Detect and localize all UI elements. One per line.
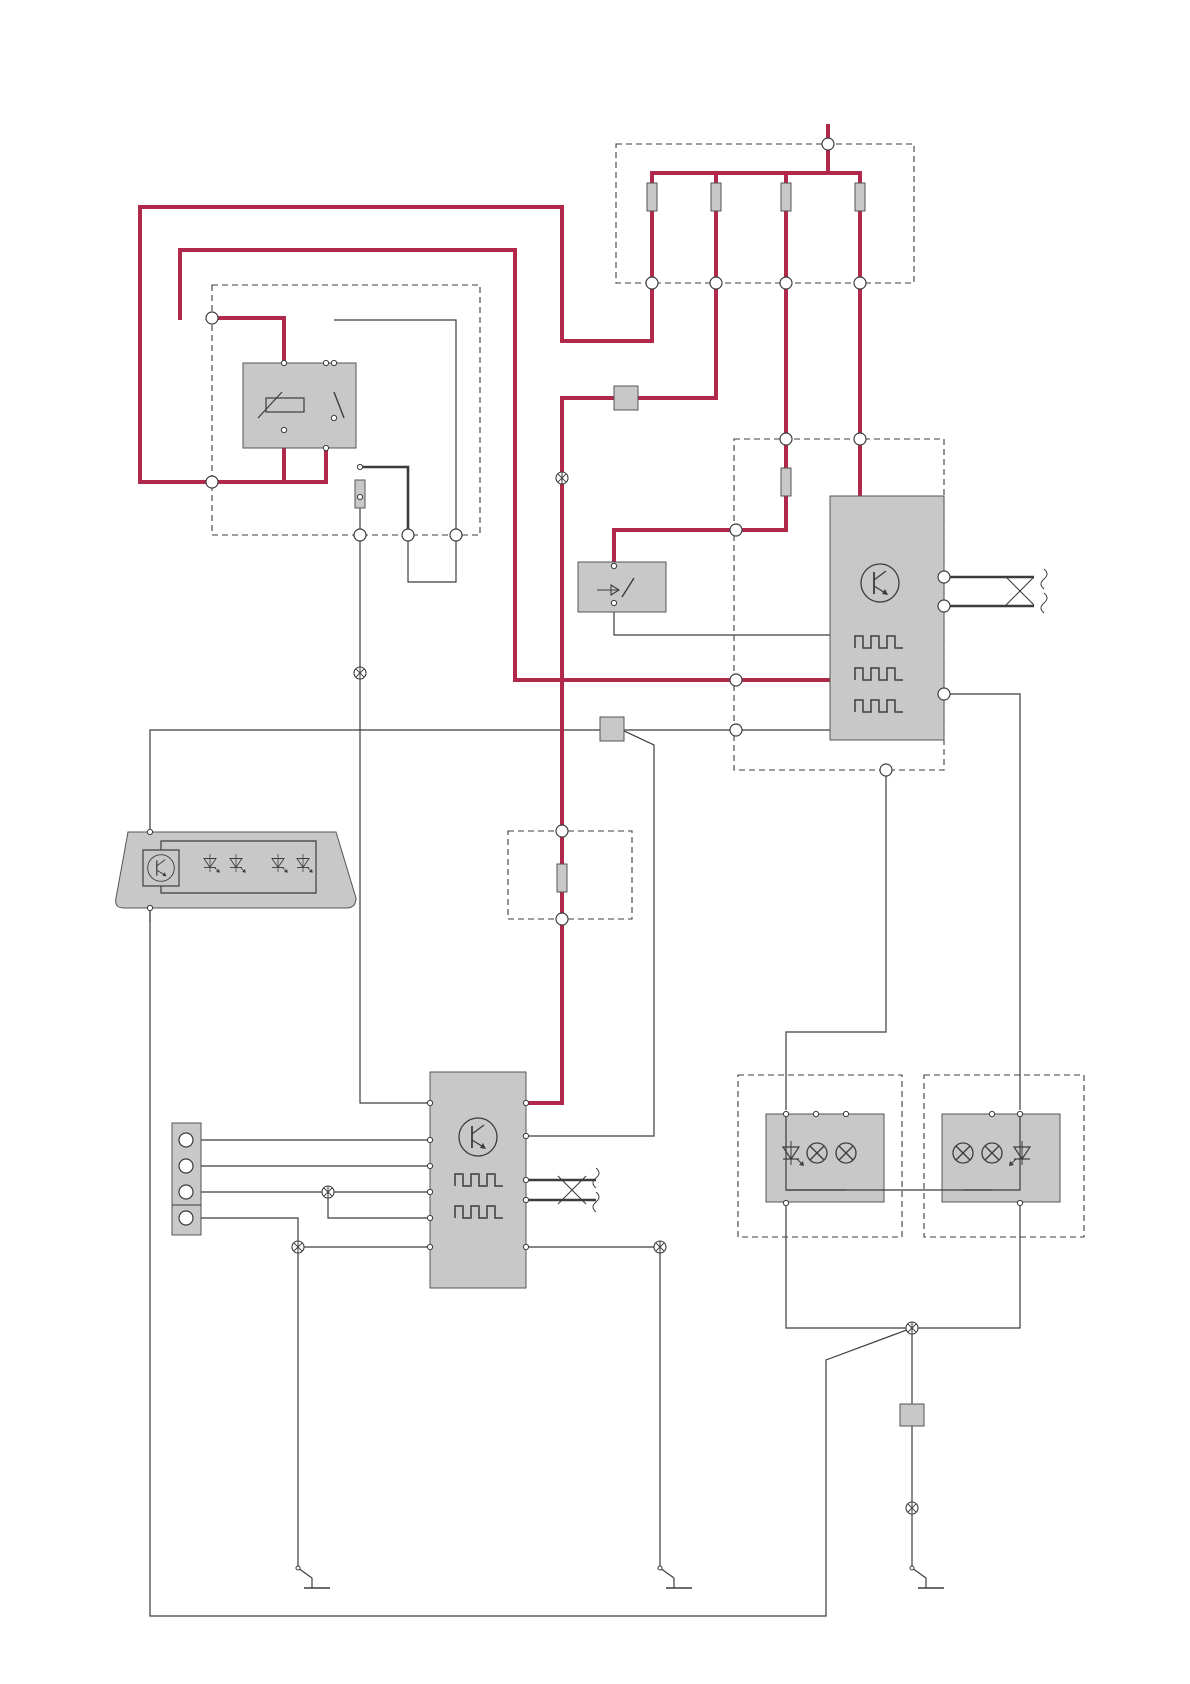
connector-node: [854, 433, 866, 445]
splice-icon: [322, 1186, 334, 1198]
pin: [1017, 1200, 1022, 1205]
pin: [331, 415, 336, 420]
pin: [427, 1137, 432, 1142]
connector-node: [354, 529, 366, 541]
pin: [427, 1189, 432, 1194]
pin: [523, 1100, 528, 1105]
pin: [989, 1111, 994, 1116]
wire-diag-pin-4: [190, 1218, 298, 1568]
power-fuse3-to-switch: [614, 283, 786, 566]
pin: [813, 1111, 818, 1116]
inline-fuse-housing: [508, 831, 632, 919]
wire-cluster-ground: [150, 908, 912, 1616]
wire-diag-branch: [328, 1192, 430, 1218]
pin: [523, 1197, 528, 1202]
pin: [427, 1100, 432, 1105]
pin: [783, 1111, 788, 1116]
pin: [783, 1200, 788, 1205]
wire-module-to-right-lamp: [944, 694, 1020, 1110]
pin: [843, 1111, 848, 1116]
diagnostic-pin: [179, 1185, 193, 1199]
pin: [357, 494, 362, 499]
wire-module-to-left-lamp: [786, 770, 886, 1110]
diagnostic-pin: [179, 1133, 193, 1147]
connector-node: [730, 524, 742, 536]
connector-node: [646, 277, 658, 289]
pin: [523, 1133, 528, 1138]
connector-node: [206, 312, 218, 324]
switch-module: [578, 562, 666, 612]
connector-node: [880, 764, 892, 776]
pin: [323, 445, 328, 450]
splice-icon: [906, 1502, 918, 1514]
wire-relay-loop: [408, 535, 456, 582]
connector-node: [206, 476, 218, 488]
connector-node: [938, 688, 950, 700]
power-wires: [140, 126, 860, 1103]
connector-node: [822, 138, 834, 150]
wire-lamp-ground-loop: [786, 1203, 1020, 1328]
ground-icon: [658, 1566, 692, 1588]
ground-icon: [296, 1566, 330, 1588]
connector-node: [938, 571, 950, 583]
ground-connector-block: [900, 1404, 924, 1426]
diagnostic-pin: [179, 1211, 193, 1225]
splice-icon: [354, 667, 366, 679]
pin: [427, 1244, 432, 1249]
pin: [147, 905, 152, 910]
fuse-inline-module: [781, 468, 791, 496]
wire-relay-thick: [360, 467, 408, 535]
ground-icon: [910, 1566, 944, 1588]
wire-relay-to-lower-module: [360, 535, 430, 1103]
connector-node: [450, 529, 462, 541]
fuse-2: [711, 183, 721, 211]
connector-node: [938, 600, 950, 612]
fuse-inline-lower: [557, 864, 567, 892]
splice-icon: [556, 472, 568, 484]
connector-node: [730, 674, 742, 686]
pin: [523, 1177, 528, 1182]
connector-node: [402, 529, 414, 541]
pin: [281, 360, 286, 365]
fuse-box-top-housing: [616, 144, 914, 283]
splice-icon: [292, 1241, 304, 1253]
pin: [611, 563, 616, 568]
lower-control-module: [430, 1072, 526, 1288]
pin: [1017, 1111, 1022, 1116]
fuses: [355, 183, 865, 892]
fuse-3: [781, 183, 791, 211]
wire-module-cross: [526, 730, 654, 1136]
pin: [523, 1244, 528, 1249]
housing-outlines: [212, 144, 1084, 1237]
diagnostic-pin: [179, 1159, 193, 1173]
module-connector-block-b: [614, 386, 638, 410]
pin: [357, 464, 362, 469]
modules: [116, 363, 1060, 1426]
connector-node: [780, 277, 792, 289]
module-connector-block-a: [600, 717, 624, 741]
splice-icon: [654, 1241, 666, 1253]
pin: [427, 1215, 432, 1220]
connector-node: [556, 825, 568, 837]
pin: [331, 360, 336, 365]
connector-node: [854, 277, 866, 289]
pin: [611, 600, 616, 605]
connector-node: [556, 913, 568, 925]
connector-node: [730, 724, 742, 736]
connector-node: [710, 277, 722, 289]
wire-module-ground-right: [526, 1247, 660, 1568]
pin: [281, 427, 286, 432]
pin: [323, 360, 328, 365]
pin: [427, 1163, 432, 1168]
twisted-pair-icon: [558, 1168, 599, 1212]
splice-icon: [906, 1322, 918, 1334]
connector-node: [780, 433, 792, 445]
pin: [147, 829, 152, 834]
fuse-4: [855, 183, 865, 211]
power-relay-to-module: [180, 250, 830, 680]
fuse-1: [647, 183, 657, 211]
